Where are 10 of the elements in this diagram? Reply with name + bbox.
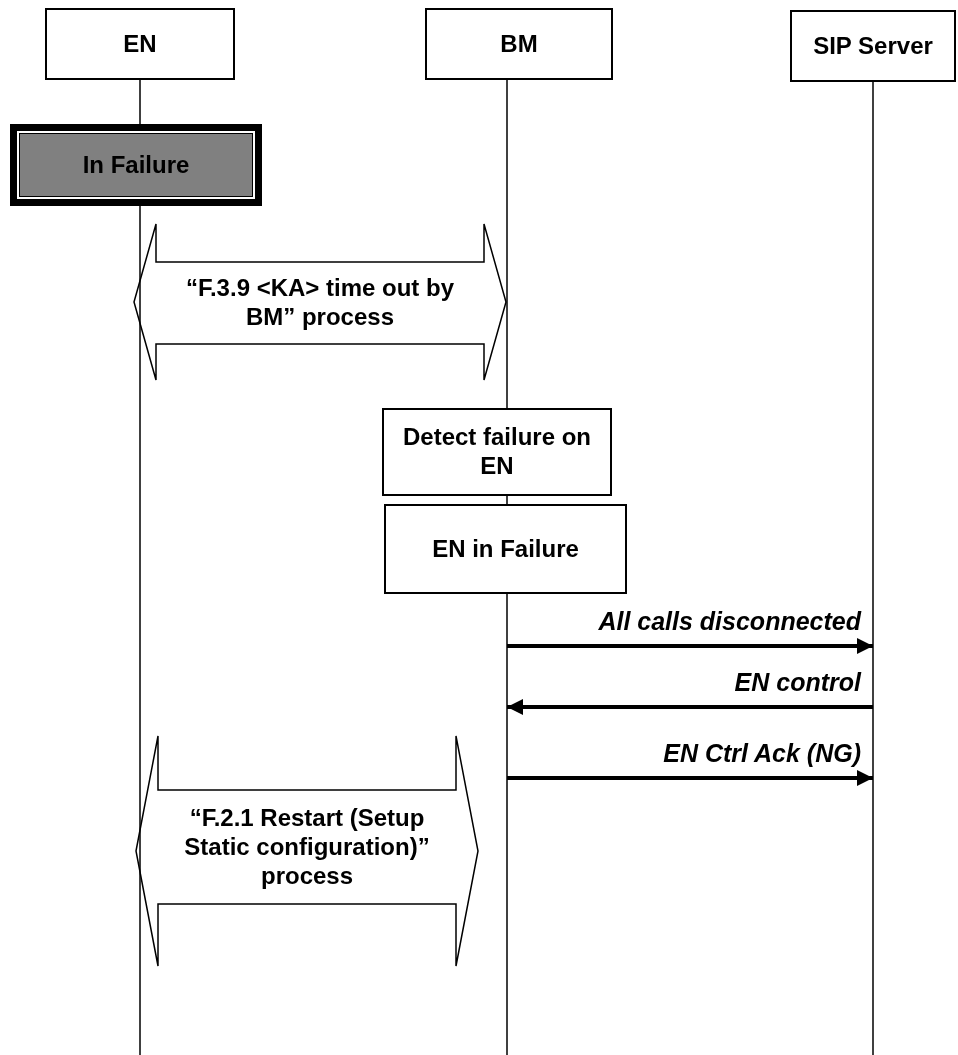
- lifeline-header-box: SIP Server: [790, 10, 956, 82]
- message-arrow: [507, 638, 873, 654]
- lifeline-header-box: EN: [45, 8, 235, 80]
- edge-label: EN Ctrl Ack (NG): [663, 740, 861, 768]
- process-box: Detect failure on EN: [382, 408, 612, 496]
- lifeline-header-box: BM: [425, 8, 613, 80]
- process-box: EN in Failure: [384, 504, 627, 594]
- message-arrow: [507, 770, 873, 786]
- message-arrow: [507, 699, 873, 715]
- state-box: In Failure: [10, 124, 262, 206]
